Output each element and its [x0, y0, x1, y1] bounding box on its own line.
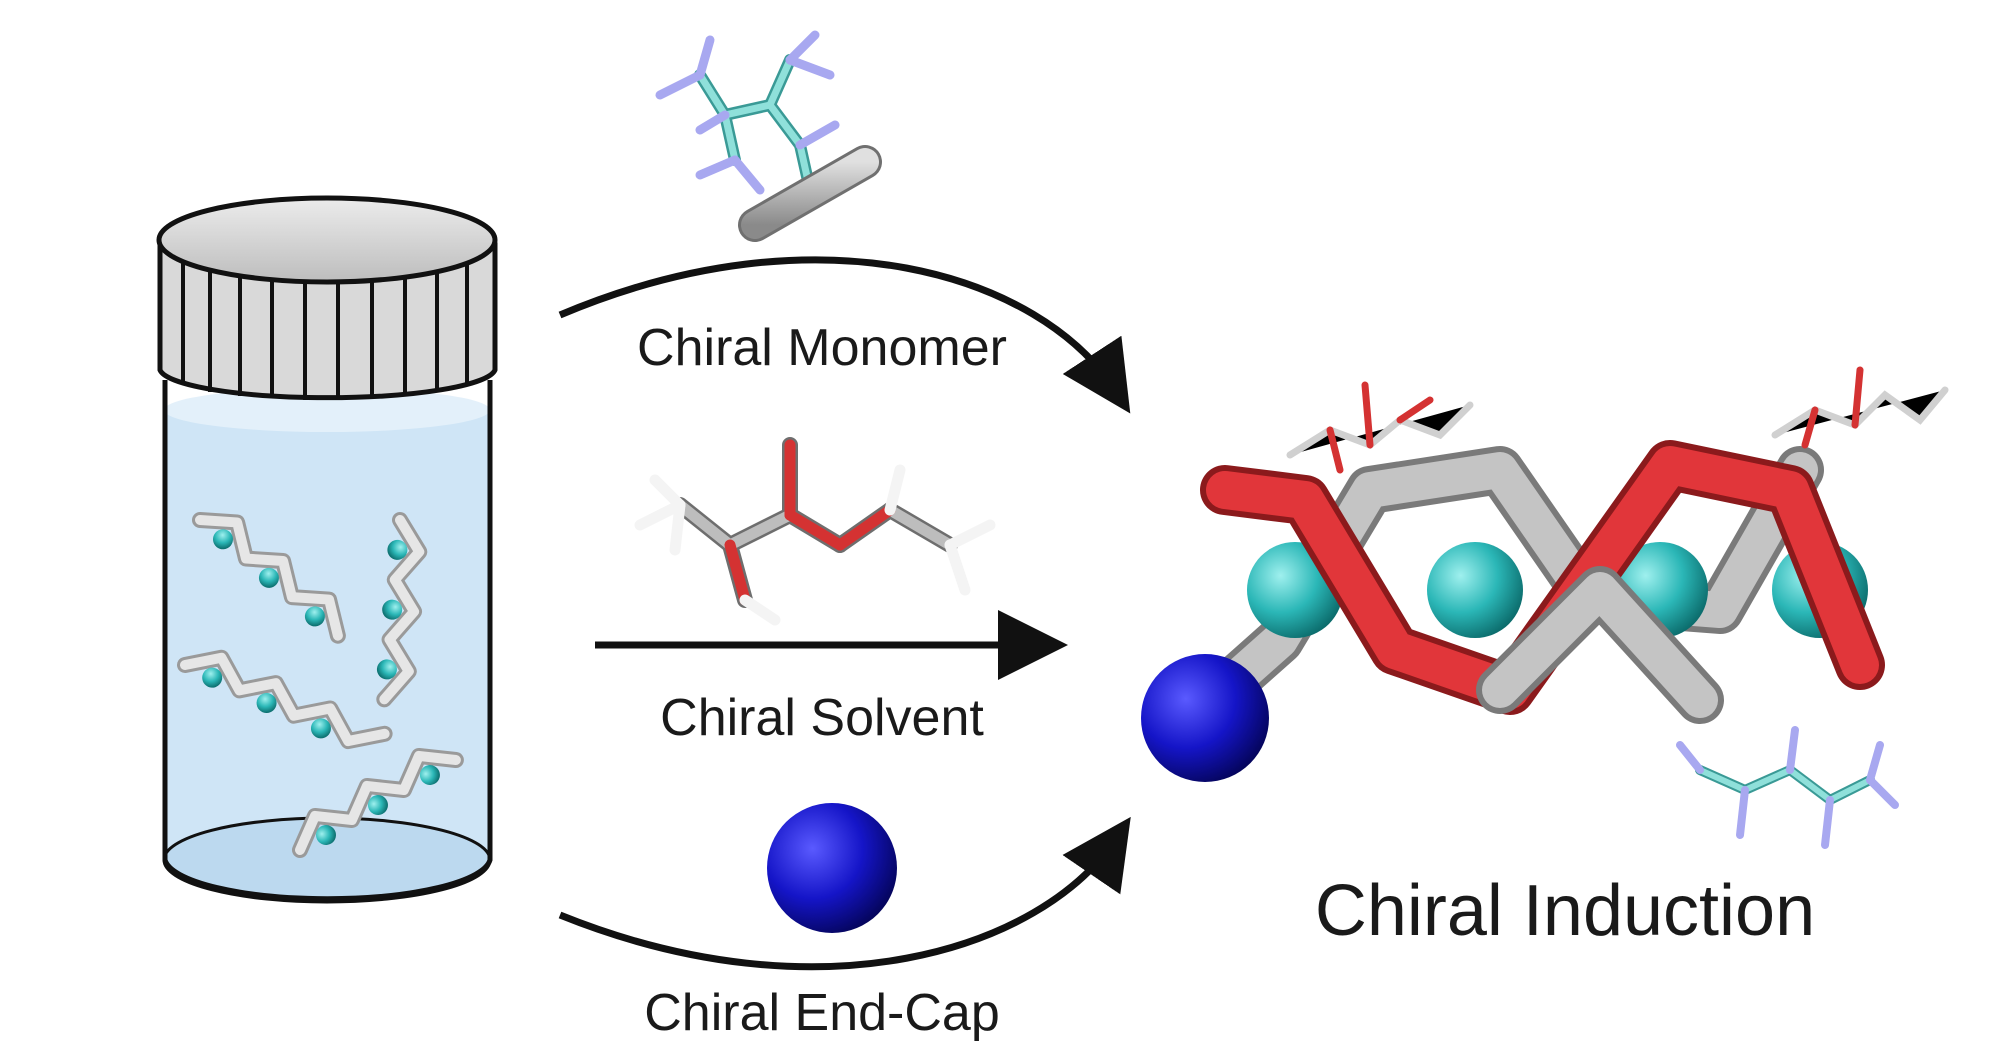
arrow-endcap	[558, 816, 1131, 971]
arrow-monomer	[558, 256, 1131, 414]
molecule-icon	[655, 30, 882, 242]
molecule-icon	[1286, 366, 1949, 474]
label-chiral-end-cap: Chiral End-Cap	[644, 984, 1000, 1042]
molecule-icon	[634, 437, 996, 626]
label-chiral-monomer: Chiral Monomer	[637, 319, 1007, 377]
label-chiral-induction: Chiral Induction	[1315, 871, 1815, 951]
molecule-icon	[1676, 726, 1899, 849]
helix-icon	[177, 512, 464, 858]
sphere-icon	[767, 803, 897, 933]
helix-icon	[1141, 440, 1885, 782]
label-chiral-solvent: Chiral Solvent	[660, 689, 984, 747]
vial-icon	[156, 195, 498, 904]
